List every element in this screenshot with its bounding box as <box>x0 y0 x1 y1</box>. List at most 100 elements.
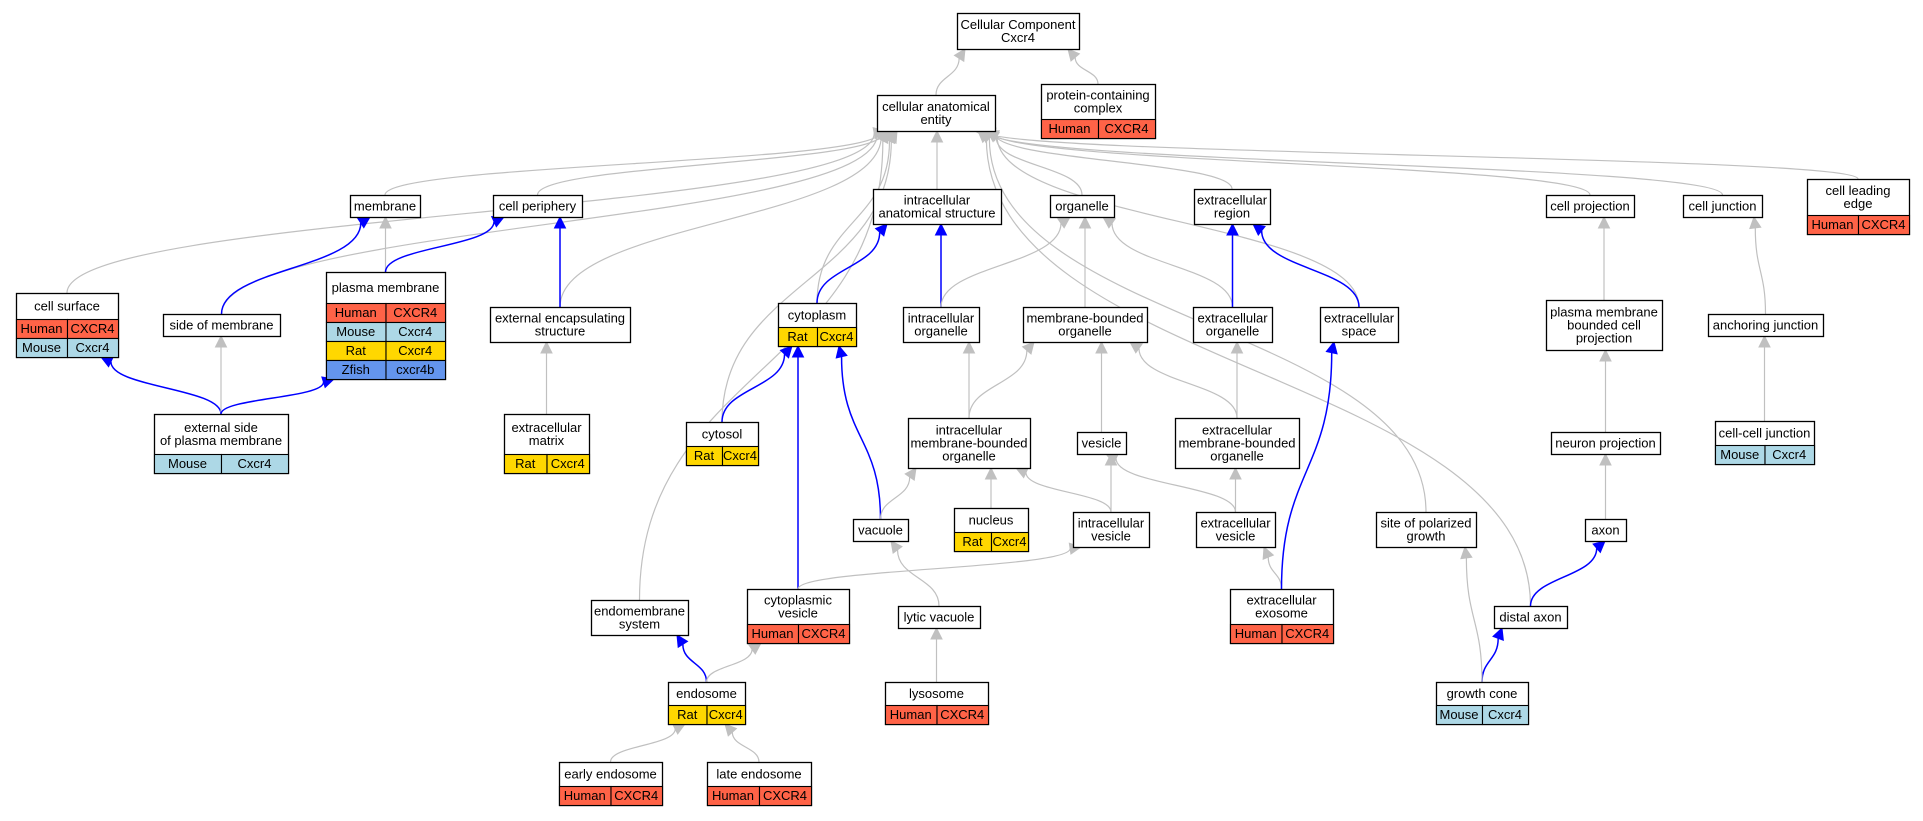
edge-late-to-endosome <box>731 732 760 763</box>
node-organelle[interactable]: organelle <box>1049 194 1116 219</box>
gene-cell <box>990 531 1030 553</box>
species-label: Human <box>335 305 377 320</box>
edge-arrowhead <box>835 344 848 359</box>
gene-label: CXCR4 <box>801 626 845 641</box>
species-label: Human <box>712 788 754 803</box>
node-label: membrane-bounded <box>1178 436 1295 451</box>
node-sidemem[interactable]: side of membrane <box>162 313 282 338</box>
node-celljunc[interactable]: cell junction <box>1682 194 1764 219</box>
node-box <box>1550 431 1662 456</box>
edge-leading-to-cae <box>985 131 1859 180</box>
node-cellproj[interactable]: cell projection <box>1545 194 1636 219</box>
edge-endosome-to-endomem <box>682 644 708 683</box>
node-label: lytic vacuole <box>904 610 975 625</box>
node-label: external encapsulating <box>495 311 625 326</box>
node-label: distal axon <box>1499 610 1561 625</box>
gene-cell <box>797 623 851 645</box>
node-label: cytoplasm <box>788 308 847 323</box>
node-label: exosome <box>1255 606 1308 621</box>
node-vacuole[interactable]: vacuole <box>852 518 910 543</box>
edge-extside-to-pm <box>220 381 325 415</box>
gene-cell <box>706 704 747 726</box>
edge-arrowhead <box>904 467 917 482</box>
node-label: cytoplasmic <box>764 593 832 608</box>
node-label: intracellular <box>904 193 971 208</box>
edge-arrowhead <box>1252 223 1266 237</box>
node-label: site of polarized <box>1380 516 1471 531</box>
edge-arrowhead <box>379 215 392 229</box>
gene-cell <box>1481 704 1530 726</box>
node-box <box>1682 194 1764 219</box>
node-label: cell surface <box>34 299 100 314</box>
node-box <box>897 605 982 630</box>
node-box <box>1545 194 1636 219</box>
node-anchor[interactable]: anchoring junction <box>1707 313 1825 338</box>
species-label: Mouse <box>1439 707 1478 722</box>
edge-cytoplasm-to-cae <box>816 141 891 304</box>
edge-exosome-to-exspace <box>1280 352 1333 590</box>
edge-arrowhead <box>1129 341 1144 354</box>
node-label: organelle <box>942 449 996 464</box>
edge-arrowhead <box>874 223 888 237</box>
node-neuronproj[interactable]: neuron projection <box>1550 431 1662 456</box>
edge-cytosol-to-cytoplasm <box>721 354 786 423</box>
node-vesicle[interactable]: vesicle <box>1076 431 1128 456</box>
node-lytic[interactable]: lytic vacuole <box>897 605 982 630</box>
gene-cell <box>385 359 447 381</box>
edge-arrowhead <box>1056 216 1071 229</box>
node-membrane[interactable]: membrane <box>349 194 422 219</box>
gene-cell <box>758 785 813 807</box>
edge-arrowhead <box>1021 341 1035 355</box>
node-box <box>956 12 1081 51</box>
node-label: structure <box>535 324 586 339</box>
node-axon[interactable]: axon <box>1584 518 1628 543</box>
gene-cell <box>66 337 120 359</box>
edge-arrowhead <box>356 216 371 229</box>
node-distal[interactable]: distal axon <box>1493 605 1569 630</box>
node-box <box>1049 194 1116 219</box>
edge-distal-to-cae <box>985 138 1532 607</box>
gene-cell <box>936 704 990 726</box>
node-label: vesicle <box>778 606 818 621</box>
gene-cell <box>1857 214 1911 236</box>
node-label: plasma membrane <box>332 280 440 295</box>
node-periphery[interactable]: cell periphery <box>492 194 584 219</box>
edge-periphery-to-cae <box>536 132 884 196</box>
edge-sidemem-to-membrane <box>220 223 362 315</box>
node-label: plasma membrane <box>1550 305 1658 320</box>
node-label: Cxcr4 <box>1001 30 1035 45</box>
